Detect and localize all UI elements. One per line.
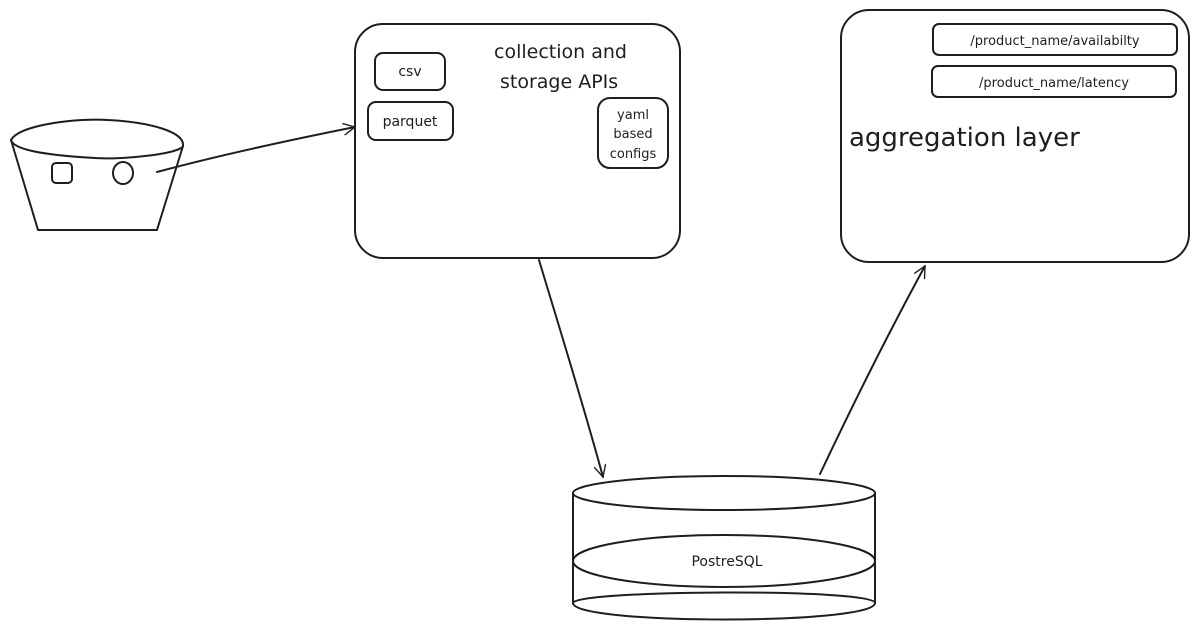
database-middle-ellipse [572, 534, 876, 588]
database-bottom-ring [572, 591, 876, 604]
endpoint-latency-label: /product_name/latency [979, 76, 1129, 91]
parquet-format-label: parquet [383, 114, 438, 130]
csv-format-label: csv [398, 64, 421, 80]
yaml-configs-box-outline [597, 97, 669, 169]
collection-box-title-line1: collection and [494, 41, 627, 63]
source-device-circle-icon [112, 161, 134, 185]
endpoint-availability-outline [932, 23, 1178, 56]
database-label: PostreSQL [691, 554, 762, 570]
collection-box-title-line2: storage APIs [500, 71, 618, 93]
source-device-body [10, 139, 184, 231]
parquet-format-box-outline [367, 101, 454, 141]
csv-format-box-outline [374, 52, 446, 91]
endpoint-latency-outline [931, 65, 1177, 98]
endpoint-availability[interactable]: /product_name/availabilty [932, 23, 1178, 56]
yaml-configs-line1: yaml [617, 108, 649, 123]
arrow-collection-to-database [538, 259, 607, 478]
aggregation-layer-title: aggregation layer [849, 123, 1080, 153]
yaml-configs-box[interactable]: yaml based configs [597, 97, 669, 169]
aggregation-layer-box[interactable]: /product_name/availabilty /product_name/… [840, 9, 1190, 263]
yaml-configs-line2: based [613, 127, 652, 142]
database-top-ellipse [572, 475, 876, 511]
arrow-source-to-collection [156, 123, 356, 173]
yaml-configs-line3: configs [610, 147, 657, 162]
source-device [10, 118, 184, 231]
postgres-database[interactable]: PostreSQL [572, 475, 876, 621]
csv-format-box[interactable]: csv [374, 52, 446, 91]
endpoint-latency[interactable]: /product_name/latency [931, 65, 1177, 98]
source-device-square-icon [51, 162, 73, 184]
arrow-database-to-aggregation [819, 265, 926, 475]
endpoint-availability-label: /product_name/availabilty [970, 34, 1140, 49]
collection-storage-box[interactable]: collection and storage APIs csv parquet … [354, 23, 681, 259]
source-device-top-ellipse [10, 118, 184, 160]
parquet-format-box[interactable]: parquet [367, 101, 454, 141]
